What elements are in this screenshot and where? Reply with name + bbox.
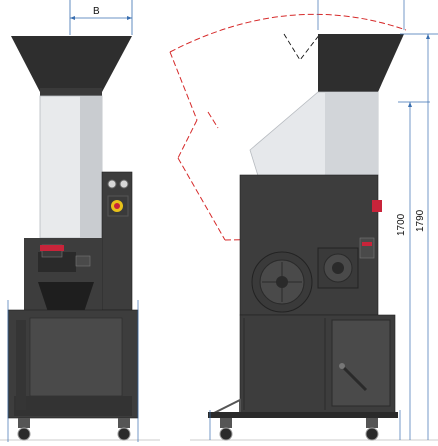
- front-cylinder: [39, 95, 103, 239]
- width-dimension: B: [69, 0, 133, 35]
- side-base-cabinet: [239, 314, 396, 416]
- lever-handle-icon[interactable]: [339, 363, 368, 392]
- front-view: B: [0, 0, 160, 442]
- front-hopper: [11, 36, 132, 92]
- side-view: 1700 1790: [169, 0, 438, 441]
- width-label: B: [93, 6, 100, 17]
- caster-wheel-icon: [17, 418, 131, 441]
- motor-fan-icon: [251, 251, 313, 313]
- side-hopper: [318, 34, 404, 92]
- height-label-1790: 1790: [415, 209, 426, 232]
- caster-wheel-icon: [208, 398, 398, 441]
- front-cutting-chamber: [24, 238, 102, 312]
- height-dimensions: 1700 1790: [209, 0, 438, 440]
- pulley-housing: [317, 247, 359, 289]
- height-label-1700: 1700: [396, 213, 407, 236]
- front-base-cabinet: [7, 309, 139, 419]
- control-box: [101, 171, 133, 311]
